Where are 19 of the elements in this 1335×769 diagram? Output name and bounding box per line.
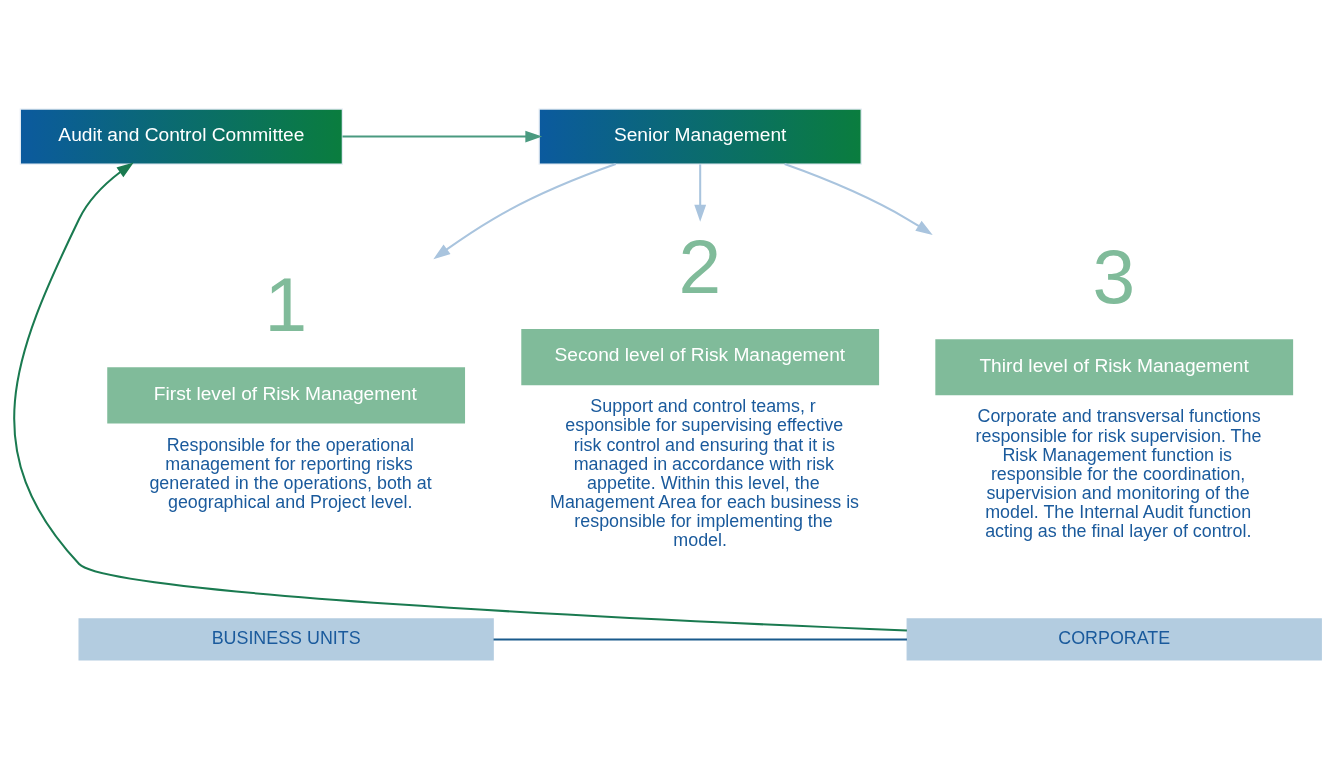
- node-box: CORPORATE: [906, 618, 1322, 661]
- node-label: 1: [264, 262, 308, 348]
- node-label: 3: [1092, 234, 1136, 320]
- arrow: [342, 130, 543, 143]
- node-box: Audit and Control Committee: [19, 108, 343, 165]
- node-box: First level of Risk Management: [107, 367, 466, 424]
- arrow: [694, 164, 707, 222]
- node-label: Responsible for the operational management for reporting risks generated in the operations, both at geographical and Project level.: [149, 434, 432, 513]
- connector: [493, 638, 907, 641]
- arrow: [13, 162, 907, 632]
- node-label: Corporate and transversal functions responsible for risk supervision. The Risk Management function is responsible for the coordination, supervision and monitoring of the model. The Internal Audit function acting as the final layer of control.: [975, 406, 1262, 542]
- node-label: Support and control teams, r esponsible for supervising effective risk control and ensuring that it is managed in accordance with risk appetite. Within this level, the Management Area for each business is responsible for implementing the model.: [550, 396, 860, 551]
- node-box: Senior Management: [538, 108, 862, 165]
- node-label: 2: [678, 224, 722, 310]
- node-box: Third level of Risk Management: [935, 339, 1294, 396]
- node-box: Second level of Risk Management: [521, 328, 880, 386]
- node-box: BUSINESS UNITS: [78, 618, 494, 661]
- arrow: [433, 163, 617, 260]
- arrow: [784, 163, 933, 235]
